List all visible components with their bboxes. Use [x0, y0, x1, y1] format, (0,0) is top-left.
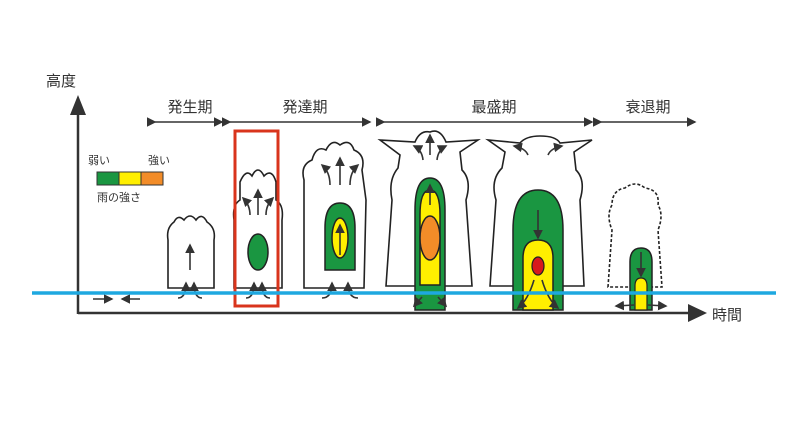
cloud-development-late	[302, 141, 367, 299]
rain-intensity-legend: 弱い 強い 雨の強さ	[88, 154, 170, 204]
cloud-genesis	[166, 215, 216, 299]
legend-swatch-strong	[140, 171, 164, 186]
y-axis: 高度	[46, 72, 86, 314]
legend-strong-label: 強い	[148, 154, 170, 167]
cloud-development-early	[232, 169, 284, 299]
rain-core-extreme	[531, 256, 545, 276]
legend-title: 雨の強さ	[97, 191, 141, 204]
x-axis-arrow-icon	[688, 304, 707, 322]
legend-weak-label: 弱い	[88, 154, 110, 167]
y-axis-arrow-icon	[70, 95, 86, 115]
x-axis-label: 時間	[712, 306, 742, 324]
phase-label-genesis: 発生期	[167, 98, 212, 116]
highlight-box	[233, 129, 280, 308]
cloud-mature-updraft	[377, 130, 481, 311]
cloud-mature-downdraft	[485, 135, 593, 311]
phase-brackets: 発生期 発達期 最盛期 衰退期	[147, 98, 697, 127]
y-axis-label: 高度	[46, 72, 76, 90]
phase-label-mature: 最盛期	[471, 98, 516, 116]
phase-label-development: 発達期	[282, 98, 327, 116]
legend-swatch-medium	[118, 171, 142, 186]
rain-core-weak	[247, 233, 269, 271]
cloud-dissipating	[607, 183, 668, 311]
phase-label-dissipating: 衰退期	[625, 98, 670, 116]
legend-swatch-weak	[96, 171, 120, 186]
rain-core-strong	[419, 215, 441, 261]
x-axis: 時間	[78, 304, 742, 324]
